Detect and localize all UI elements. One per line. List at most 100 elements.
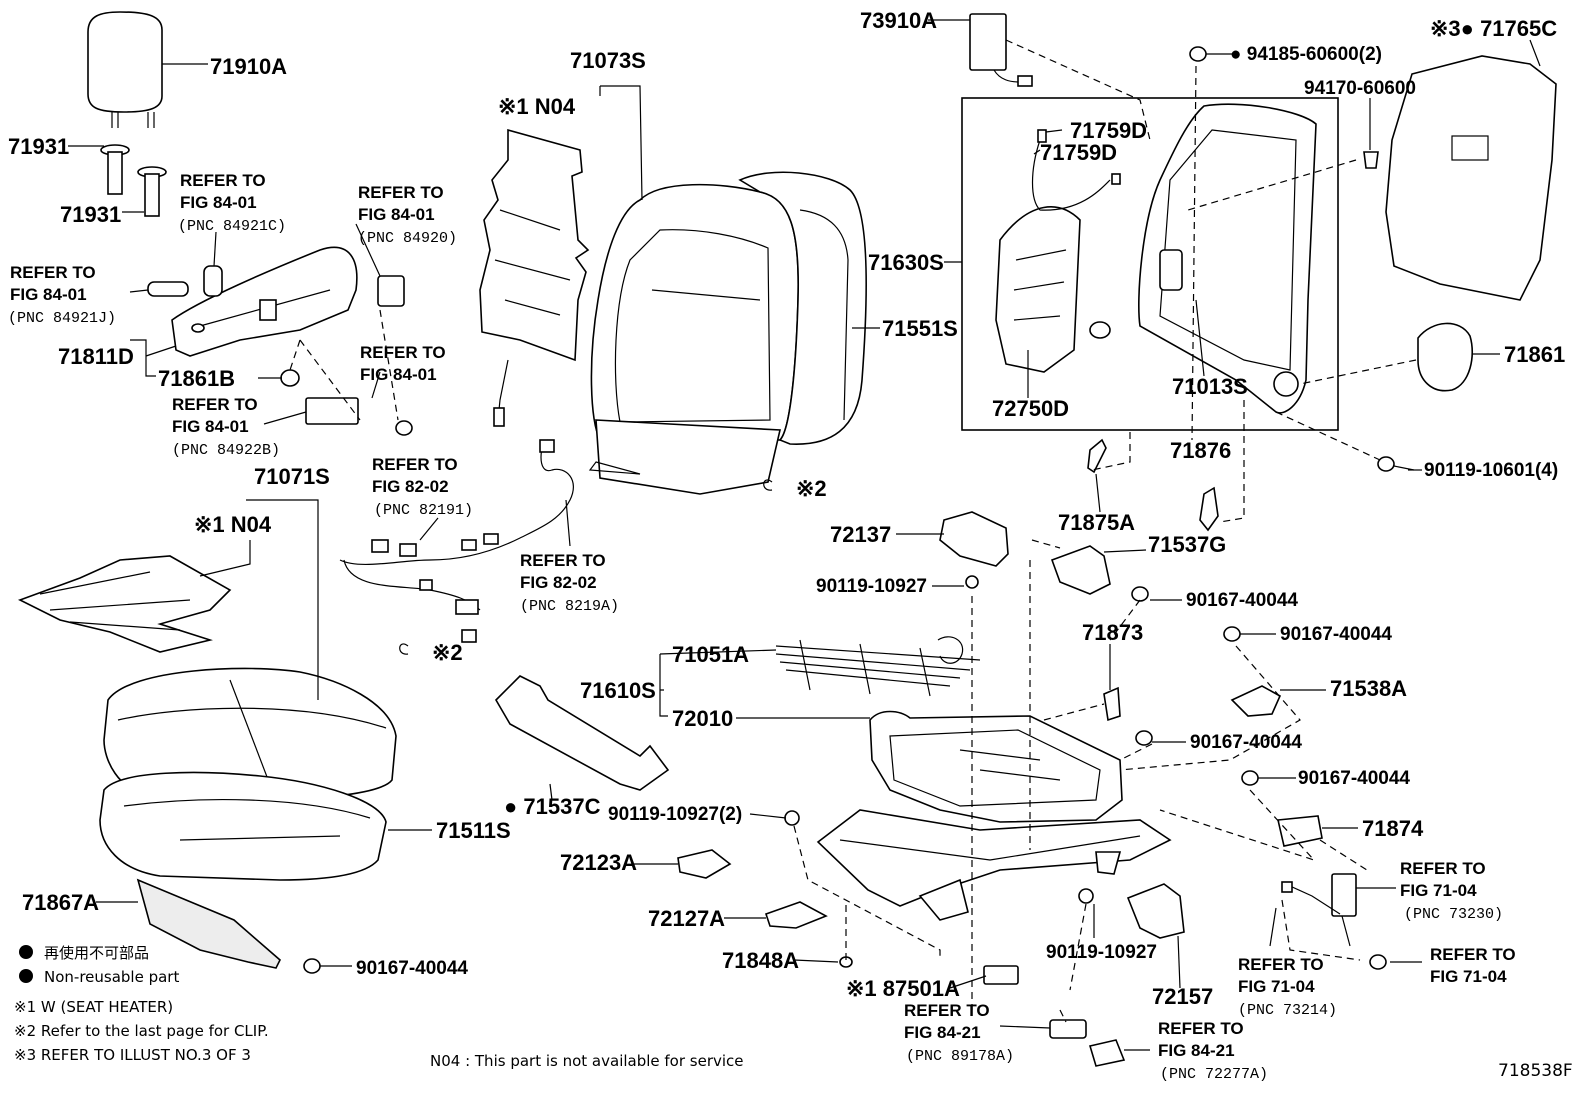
label-71931-top: 71931 [8, 134, 69, 159]
seat-track [816, 809, 1172, 921]
front-panel-71867a [136, 878, 281, 969]
svg-text:(PNC 89178A): (PNC 89178A) [906, 1048, 1014, 1065]
svg-text:REFER TO: REFER TO [1238, 955, 1324, 974]
refer-73214: REFER TO FIG 71-04 (PNC 73214) [1238, 955, 1337, 1019]
svg-text:(PNC 84921J): (PNC 84921J) [8, 310, 116, 327]
front-cover-71537c [494, 675, 670, 791]
label-71051a: 71051A [672, 642, 749, 667]
legend-note-3: ※3 REFER TO ILLUST NO.3 OF 3 [14, 1046, 251, 1064]
label-71811d: 71811D [58, 344, 134, 369]
svg-text:(PNC 72277A): (PNC 72277A) [1160, 1066, 1268, 1083]
trim-71876 [1199, 486, 1219, 532]
label-71610s: 71610S [580, 678, 656, 703]
headrest-support-71931 [100, 144, 167, 217]
label-71551s: 71551S [882, 316, 958, 341]
label-72750d: 72750D [992, 396, 1069, 421]
switch-84920 [377, 275, 405, 307]
cover-72137 [939, 511, 1009, 567]
svg-text:(PNC 84922B): (PNC 84922B) [172, 442, 280, 459]
svg-text:REFER TO: REFER TO [360, 343, 446, 362]
knob-71861b [280, 369, 300, 387]
seatback-cover-71073s [588, 171, 867, 495]
refer-82191: REFER TO FIG 82-02 (PNC 82191) [372, 455, 473, 519]
svg-text:(PNC 73230): (PNC 73230) [1404, 906, 1503, 923]
label-71876: 71876 [1170, 438, 1231, 463]
headrest-71910a [87, 11, 163, 128]
svg-text:FIG 71-04: FIG 71-04 [1400, 881, 1477, 900]
label-71931-bottom: 71931 [60, 202, 121, 227]
refer-blocks: REFER TO FIG 84-01 (PNC 84921C) REFER TO… [8, 171, 1516, 1083]
svg-text:REFER TO: REFER TO [180, 171, 266, 190]
label-87501a: ※1 87501A [846, 976, 960, 1001]
cushion-pad-71511s [99, 771, 387, 881]
switch-knob-84921c [203, 265, 223, 297]
knob-71861 [1417, 322, 1474, 392]
legend-note-1: ※1 W (SEAT HEATER) [14, 998, 173, 1016]
assembly-dashed-lines [289, 39, 1417, 1023]
svg-text:(PNC 73214): (PNC 73214) [1238, 1002, 1337, 1019]
label-71867a: 71867A [22, 890, 99, 915]
label-72010: 72010 [672, 706, 733, 731]
cover-72127a [764, 901, 828, 929]
legend-non-reusable-jp: 再使用不可部品 [44, 944, 149, 962]
label-71910a: 71910A [210, 54, 287, 79]
cover-72157 [1126, 883, 1185, 939]
svg-text:REFER TO: REFER TO [1400, 859, 1486, 878]
label-71013s: 71013S [1172, 374, 1248, 399]
legend-note-2: ※2 Refer to the last page for CLIP. [14, 1022, 269, 1040]
refer-89178a: REFER TO FIG 84-21 (PNC 89178A) [904, 1001, 1014, 1065]
label-71759d-b: 71759D [1040, 140, 1117, 165]
svg-text:FIG 84-01: FIG 84-01 [180, 193, 257, 212]
refer-72277a: REFER TO FIG 84-21 (PNC 72277A) [1158, 1019, 1268, 1083]
refer-84922b: REFER TO FIG 84-01 (PNC 84922B) [172, 395, 280, 459]
lumbar-support-72750d [995, 129, 1121, 373]
label-90167-c: 90167-40044 [1190, 732, 1302, 753]
label-71630s: 71630S [868, 250, 944, 275]
label-71875a: 71875A [1058, 510, 1135, 535]
svg-text:FIG 71-04: FIG 71-04 [1238, 977, 1315, 996]
label-90119-10927-b: 90119-10927(2) [608, 804, 742, 825]
label-90119-10927-a: 90119-10927 [816, 576, 927, 597]
svg-text:(PNC 82191): (PNC 82191) [374, 502, 473, 519]
label-71759d-a: 71759D [1070, 118, 1147, 143]
svg-text:FIG 82-02: FIG 82-02 [372, 477, 449, 496]
label-71073s: 71073S [570, 48, 646, 73]
sensor-87501a [983, 965, 1019, 985]
svg-text:(PNC 8219A): (PNC 8219A) [520, 598, 619, 615]
leader-lines [68, 19, 1541, 1051]
label-71873: 71873 [1082, 620, 1143, 645]
bullet-icon [19, 969, 33, 983]
svg-text:REFER TO: REFER TO [172, 395, 258, 414]
legend: 再使用不可部品 Non-reusable part ※1 W (SEAT HEA… [14, 944, 744, 1070]
svg-text:FIG 84-01: FIG 84-01 [360, 365, 437, 384]
bullet-icon [19, 945, 33, 959]
label-72157: 72157 [1152, 984, 1213, 1009]
label-90119-10601: 90119-10601(4) [1424, 460, 1558, 481]
svg-text:FIG 82-02: FIG 82-02 [520, 573, 597, 592]
label-71537g: 71537G [1148, 532, 1226, 557]
bolt-buckle [1369, 954, 1387, 970]
bracket-71873 [1103, 686, 1121, 722]
label-clip-1: ※2 [796, 476, 827, 501]
refer-8219a: REFER TO FIG 82-02 (PNC 8219A) [520, 551, 619, 615]
label-71848a: 71848A [722, 948, 799, 973]
bolt-90119-10601 [1377, 456, 1415, 472]
figure-id: 718538F [1498, 1061, 1573, 1081]
label-90167-b: 90167-40044 [1280, 624, 1392, 645]
refer-84921c: REFER TO FIG 84-01 (PNC 84921C) [178, 171, 286, 235]
cushion-cover-71071s [103, 667, 397, 801]
seatback-frame-71013s [1138, 103, 1317, 414]
trim-71875a [1087, 438, 1107, 474]
back-board-71765c [1385, 55, 1557, 301]
label-71511s: 71511S [436, 818, 511, 843]
switch-knob-84921j [147, 281, 189, 297]
lumbar-assembly-box [961, 97, 1339, 431]
legend-non-reusable-en: Non-reusable part [44, 968, 179, 986]
cover-71874 [1277, 815, 1323, 847]
label-90167-a: 90167-40044 [1186, 590, 1298, 611]
clip-94170 [1363, 151, 1379, 169]
label-94185: ● 94185-60600(2) [1230, 44, 1382, 65]
label-71538a: 71538A [1330, 676, 1407, 701]
svg-text:(PNC 84920): (PNC 84920) [358, 230, 457, 247]
